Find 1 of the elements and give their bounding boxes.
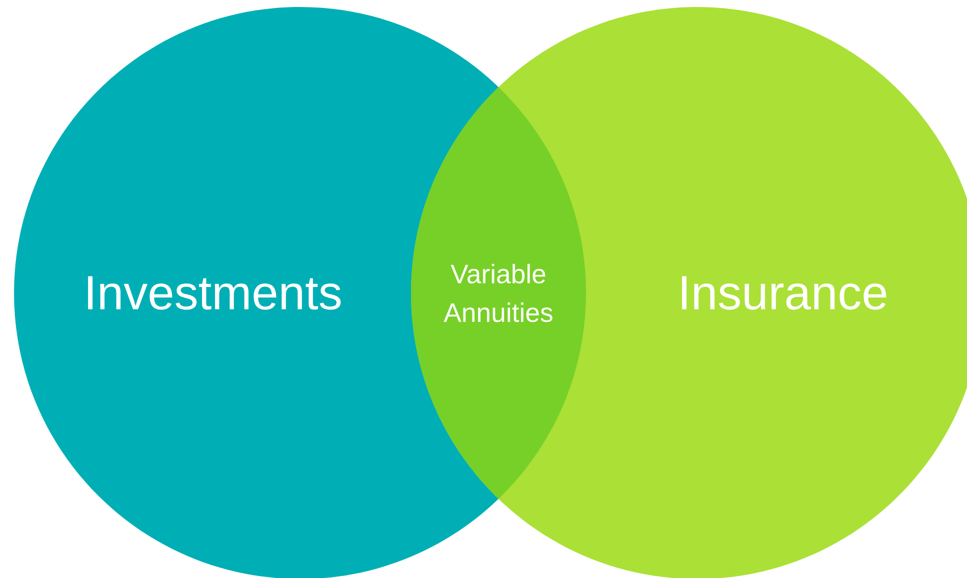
overlap-region: Variable Annuities <box>444 264 552 322</box>
